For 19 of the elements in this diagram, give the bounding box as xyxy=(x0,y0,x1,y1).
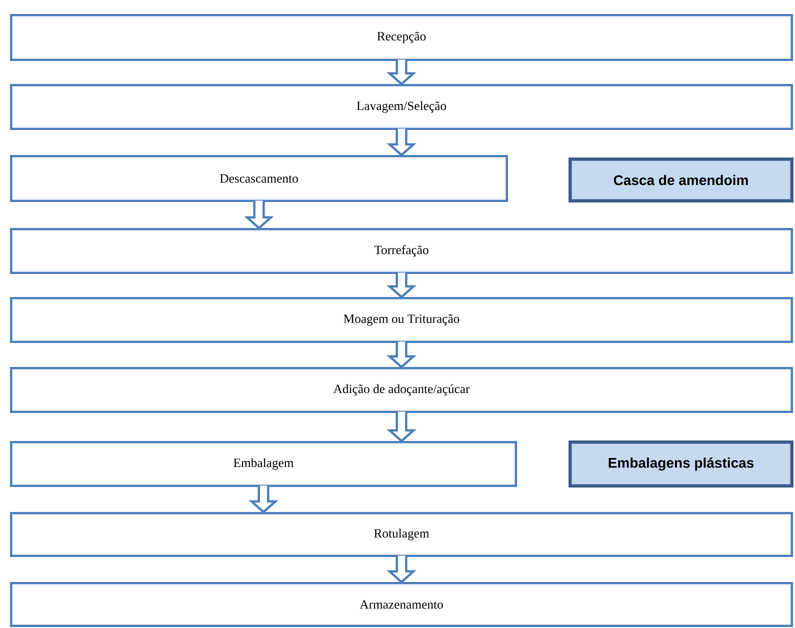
arrow xyxy=(386,340,416,369)
arrow xyxy=(386,58,416,86)
process-box: Lavagem/Seleção xyxy=(10,84,793,130)
arrow xyxy=(386,128,416,157)
process-box: Descascamento xyxy=(10,155,508,202)
process-box: Recepção xyxy=(10,14,793,61)
arrow xyxy=(248,484,278,514)
arrow xyxy=(386,554,416,584)
material-box: Casca de amendoim xyxy=(568,158,794,202)
arrow xyxy=(386,410,416,443)
material-box: Embalagens plásticas xyxy=(568,440,794,488)
arrow xyxy=(244,200,274,230)
arrow xyxy=(386,272,416,299)
process-box: Armazenamento xyxy=(10,582,793,627)
process-box: Moagem ou Trituração xyxy=(10,297,793,343)
process-box: Torrefação xyxy=(10,228,793,274)
process-box: Rotulagem xyxy=(10,512,793,557)
process-box: Embalagem xyxy=(10,441,517,487)
process-box: Adição de adoçante/açúcar xyxy=(10,367,793,413)
